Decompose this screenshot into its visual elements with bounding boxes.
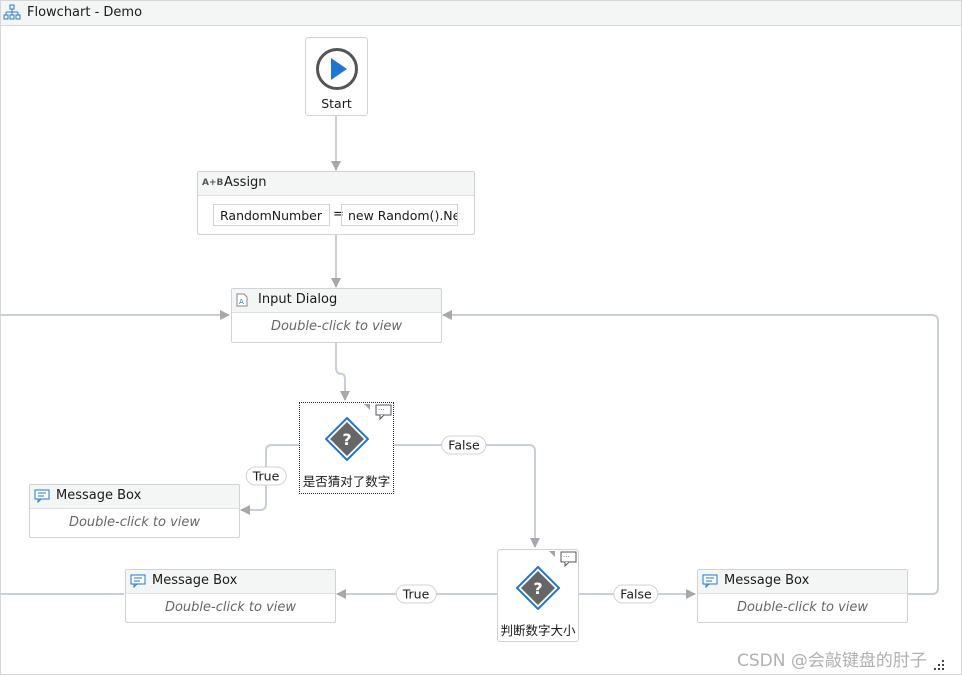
window-title: Flowchart - Demo — [27, 5, 143, 20]
assign-icon: A+B — [202, 178, 224, 188]
input-dialog-hint: Double-click to view — [270, 319, 403, 334]
message-box-1[interactable]: Message Box Double-click to view — [29, 484, 240, 538]
decision1-false-label: False — [441, 435, 487, 455]
message-box-hint: Double-click to view — [164, 600, 297, 615]
svg-text:?: ? — [342, 430, 351, 449]
connector-loop-right — [442, 310, 939, 595]
title-bar: Flowchart - Demo — [1, 1, 961, 26]
assign-operator: = — [333, 207, 344, 222]
flowchart-icon — [3, 4, 21, 20]
svg-text:?: ? — [533, 579, 542, 598]
message-box-2[interactable]: Message Box Double-click to view — [125, 569, 336, 623]
message-icon — [130, 574, 146, 588]
svg-text:···: ··· — [563, 553, 570, 561]
message-icon — [34, 489, 50, 503]
start-label: Start — [321, 96, 352, 111]
message-box-title: Message Box — [56, 488, 142, 503]
message-box-3[interactable]: Message Box Double-click to view — [697, 569, 908, 623]
decision1-label: 是否猜对了数字 — [302, 474, 391, 489]
comment-icon: ··· — [549, 551, 577, 567]
decision2-label: 判断数字大小 — [500, 623, 576, 638]
input-dialog-title: Input Dialog — [258, 292, 338, 307]
assign-to-field[interactable]: RandomNumber — [213, 204, 330, 226]
input-dialog-activity[interactable]: A Input Dialog Double-click to view — [231, 288, 442, 343]
comment-icon: ··· — [364, 404, 392, 420]
svg-text:A: A — [239, 298, 244, 306]
message-box-title: Message Box — [152, 573, 238, 588]
message-box-hint: Double-click to view — [736, 600, 869, 615]
resize-grip-icon[interactable] — [934, 660, 944, 670]
decision2-true-label: True — [395, 584, 437, 604]
watermark: CSDN @会敲键盘的肘子 — [737, 651, 927, 671]
message-icon — [702, 574, 718, 588]
connector-input-decision1 — [335, 342, 350, 401]
svg-text:···: ··· — [378, 406, 385, 414]
start-node[interactable]: Start — [305, 37, 368, 116]
decision2-false-label: False — [613, 584, 659, 604]
decision-compare-number[interactable]: ··· ? 判断数字大小 — [497, 549, 579, 642]
assign-title: Assign — [224, 175, 267, 190]
decision-diamond-icon: ? — [516, 566, 560, 610]
decision-guessed-correct[interactable]: ··· ? 是否猜对了数字 — [299, 402, 394, 494]
message-box-title: Message Box — [724, 573, 810, 588]
message-box-hint: Double-click to view — [68, 515, 201, 530]
decision1-true-label: True — [245, 466, 287, 486]
assign-value-field[interactable]: new Random().Ne — [341, 204, 458, 226]
input-dialog-icon: A — [236, 293, 248, 307]
decision-diamond-icon: ? — [325, 417, 369, 461]
play-icon — [316, 48, 358, 90]
connector-d1-false — [393, 444, 540, 548]
